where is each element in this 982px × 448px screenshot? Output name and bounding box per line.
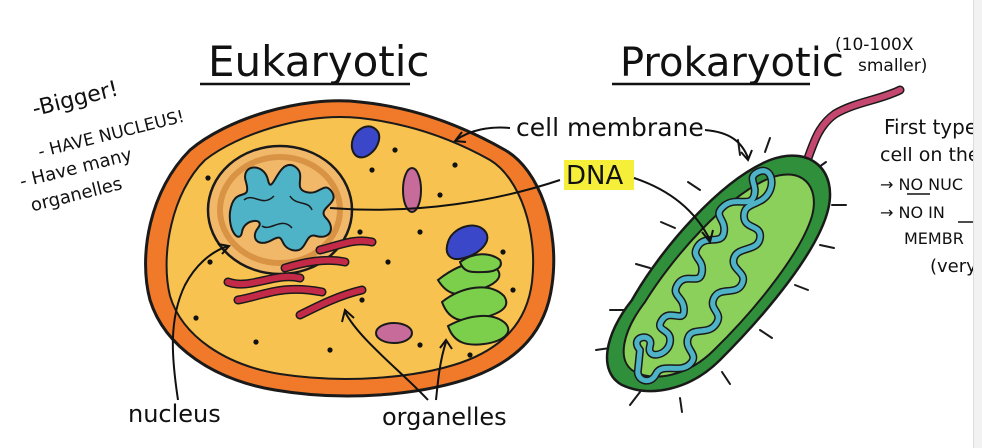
golgi-apparatus [436,253,510,346]
nucleus-dna [228,163,335,252]
prok-note-membranes: MEMBR [904,229,964,248]
size-note-line2: smaller) [858,56,927,76]
dna-arrow-right [633,177,711,241]
note-bigger: -Bigger! [30,77,121,122]
nucleus-label: nucleus [128,400,221,428]
prokaryotic-title: Prokaryotic [620,40,844,86]
prok-note-first-type: First type [884,115,977,139]
page-edge-scrollbar [973,0,982,448]
organelles-arrow-right [435,341,447,401]
prok-note-no-internal: → NO IN [880,203,945,222]
size-note-line1: (10-100X [835,35,914,55]
nucleus [206,144,354,276]
endoplasmic-reticulum [223,236,377,320]
organelles-arrow-left [344,311,429,401]
vacuole-top [350,125,381,159]
ribosome-dots [193,147,516,358]
prok-note-very: (very [930,256,977,277]
dna-highlight [564,160,634,190]
cell-membrane-label: cell membrane [516,113,704,142]
prok-note-no-nucleus: → NO NUC [880,175,963,194]
dna-label: DNA [566,161,623,191]
cell-membrane-arrow-right [704,129,749,159]
vesicle-lower [375,322,413,344]
eukaryotic-title: Eukaryotic [208,37,430,86]
prok-note-cell-on-earth: cell on the [880,144,980,166]
vesicle-upper [402,167,422,213]
vacuole-right [445,224,489,260]
organelles-label: organelles [382,403,507,431]
nucleus-arrow [171,245,229,401]
eukaryote-notes: -Bigger! [30,77,121,122]
cell-membrane-arrow-left [455,126,511,141]
dna-arrow-left [329,179,561,211]
